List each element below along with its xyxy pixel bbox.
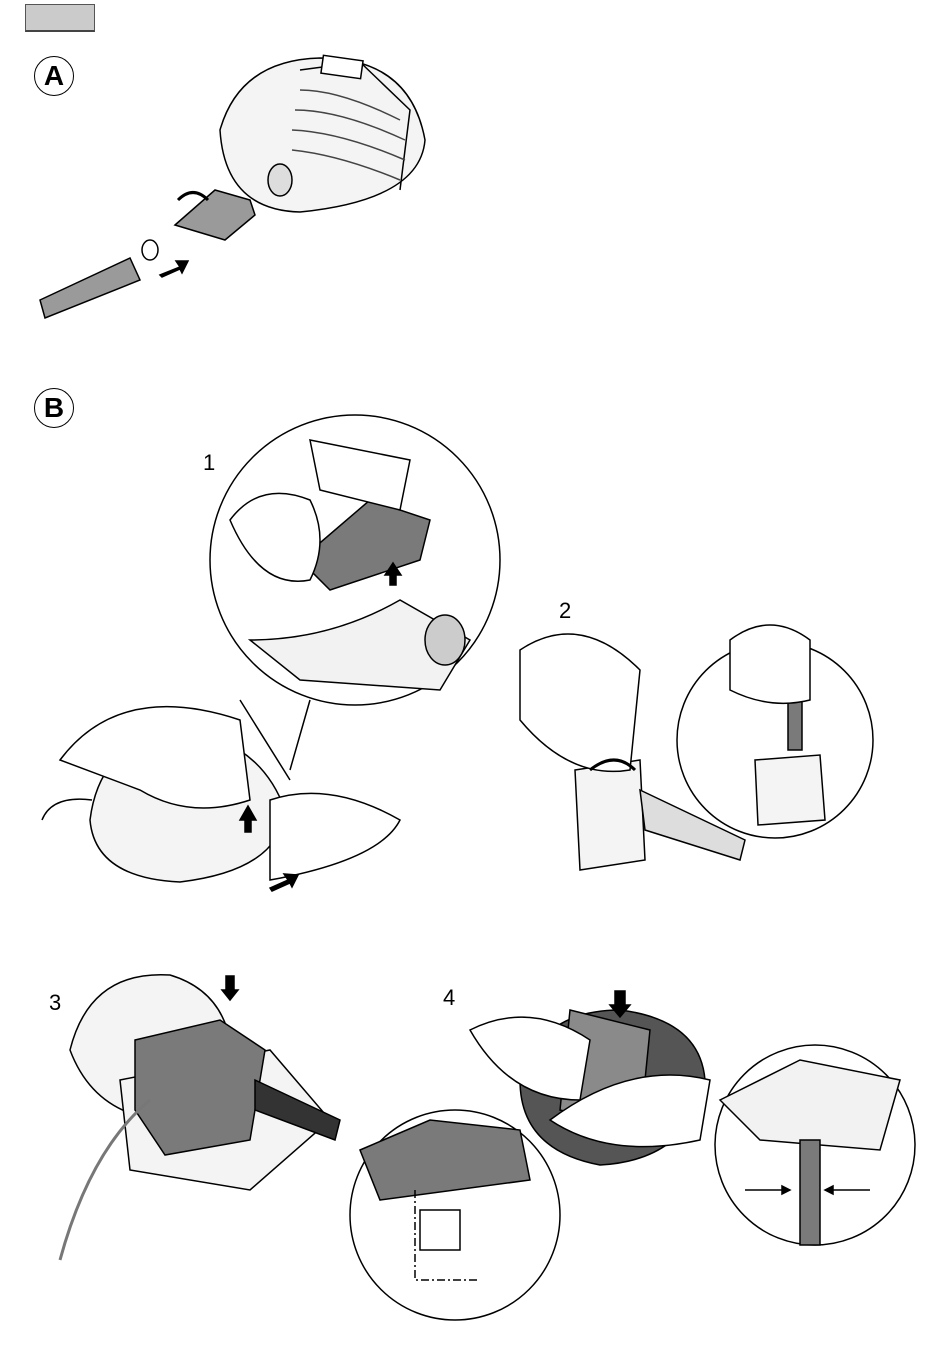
figure-b1-pump-hands (41, 705, 401, 892)
step-2-label: 2 (559, 598, 572, 623)
step-4-label: 4 (443, 985, 456, 1010)
figure-b3-insert-motor (58, 973, 341, 1261)
step-1-label: 1 (203, 450, 216, 475)
figure-b1-detail-circle (209, 414, 501, 781)
figure-a-pump-hose-connection (39, 54, 426, 320)
section-b-label: B (34, 388, 74, 428)
section-a-label: A (34, 56, 74, 96)
figure-b4-close-housing (349, 990, 916, 1321)
figure-b2-remove-rotor (519, 624, 874, 871)
step-3-label: 3 (49, 990, 62, 1015)
page-tab-marker (25, 4, 95, 32)
